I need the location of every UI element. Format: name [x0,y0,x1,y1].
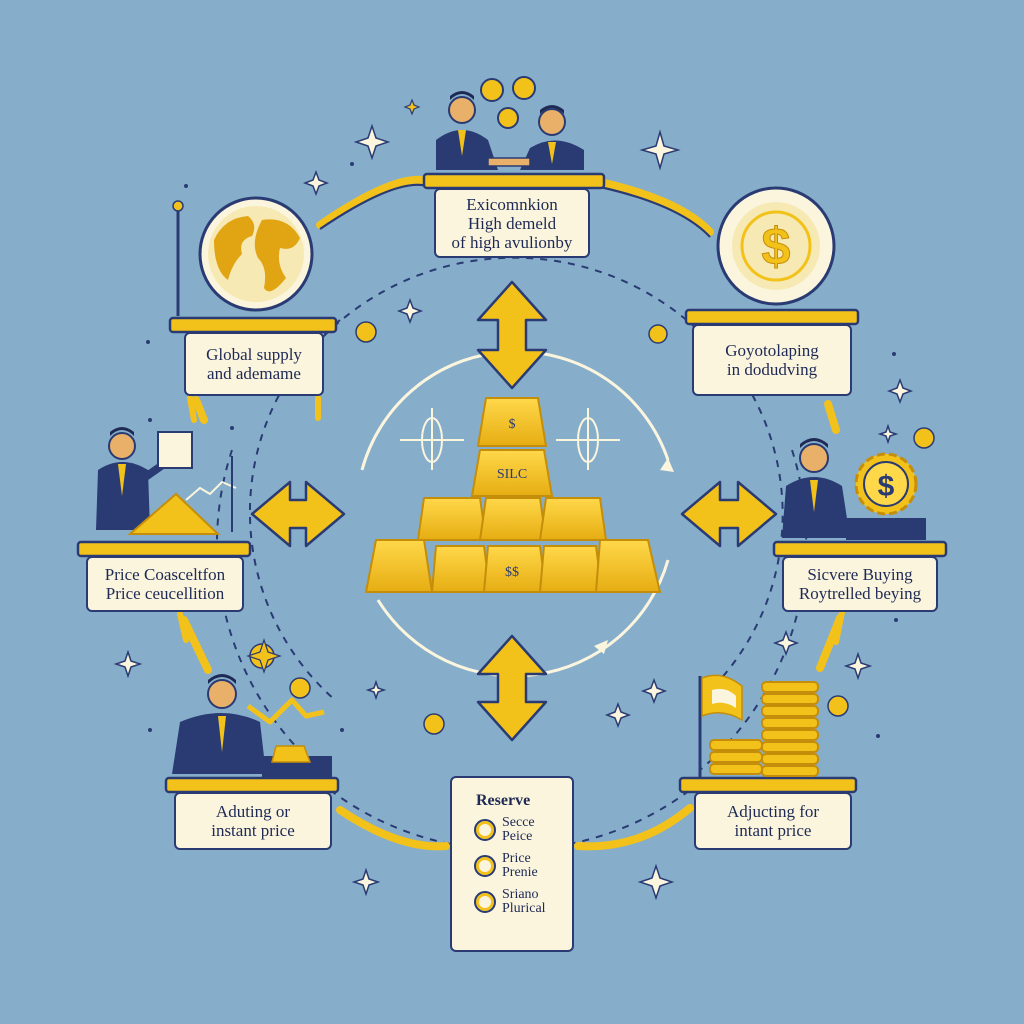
double-arrow-bottom [476,634,548,742]
gear-coin-symbol: $ [878,470,895,503]
node-label-left-upper: Global supply and ademame [184,332,324,396]
node-label-right-low: Adjucting for intant price [694,792,852,850]
reserve-title: Reserve [476,792,531,809]
coin-icon [249,321,935,735]
label-line: Aduting or [215,802,291,821]
reserve-card: Reserve Secce Peice Price Prenie Sriano … [450,776,574,952]
label-line: instant price [211,821,295,840]
label-line: in dodudving [726,360,818,379]
inner-arc-arrowhead [594,640,608,654]
reserve-item-text: Price Prenie [502,852,538,880]
reserve-item-line: Sriano [502,887,539,902]
label-line: and ademame [207,364,301,383]
coin-icon [480,76,536,129]
label-line: of high avulionby [451,232,573,252]
label-line: intant price [734,821,812,840]
reserve-item: Sriano Plurical [474,888,562,916]
label-line: Exicomnkion [466,194,558,214]
node-label-right-mid: Sicvere Buying Roytrelled beying [782,556,938,612]
double-arrow-left [250,480,346,548]
gold-bar [430,545,492,593]
reserve-bullet-icon [474,891,496,913]
gold-bar [416,497,488,541]
dollar-symbol: $ [762,218,791,276]
reserve-item: Price Prenie [474,852,562,880]
label-line: Price Coasceltfon [104,565,226,584]
dollar-coin-icon [716,186,836,306]
reserve-bullet-icon [474,855,496,877]
gear-coin-icon [854,452,918,516]
node-label-top: Exicomnkion High demeld of high avulionb… [434,188,590,258]
outer-arc-outline [319,183,711,238]
label-line: Adjucting for [726,802,820,821]
sparkle-icon [246,98,421,674]
crosshair-right [556,408,620,470]
crosshair-left [400,408,464,470]
trader-figure-icon [172,674,332,778]
flag-icon [698,674,743,778]
inner-arc-arrowhead [660,458,674,472]
gold-bar [538,545,604,593]
reserve-item-text: Sriano Plurical [502,888,546,916]
flag-pole-knob [172,200,184,212]
gold-bar-label-top: $ [509,417,516,432]
gold-bar-label-middle: SILC [497,467,527,482]
label-line: High demeld [467,213,557,233]
reserve-item-line: Plurical [502,901,546,916]
node-label-right-upper: Goyotolaping in dodudving [692,324,852,396]
label-line: Global supply [206,345,302,364]
gold-bar [364,539,434,593]
gold-bar [476,397,548,447]
node-label-left-low: Aduting or instant price [174,792,332,850]
gold-bar [538,497,608,541]
label-line: Sicvere Buying [807,565,913,584]
sparkle-icon [113,123,914,901]
reserve-item-text: Secce Peice [502,816,535,844]
gold-bar [478,497,548,541]
reserve-item-line: Prenie [502,865,538,880]
gold-bar [594,539,662,593]
gold-bar-pyramid [364,397,662,593]
gold-bar-label-bottom: $$ [505,565,519,580]
label-line: Price ceucellition [105,584,225,603]
reserve-item-line: Peice [502,829,533,844]
analyst-figure-icon [96,427,237,535]
node-label-left-mid: Price Coasceltfon Price ceucellition [86,556,244,612]
double-arrow-right [680,480,778,548]
double-arrow-top [476,280,548,390]
reserve-item-line: Secce [502,815,535,830]
reserve-item: Secce Peice [474,816,562,844]
label-line: Goyotolaping [725,341,819,360]
reserve-item-line: Price [502,851,531,866]
reserve-bullet-icon [474,819,496,841]
platform-posts [177,395,845,645]
coin-stack-icon [709,681,819,777]
buyer-figure-icon [782,438,926,540]
globe-icon [198,196,314,312]
label-line: Roytrelled beying [798,584,922,603]
platforms [76,172,948,794]
sparkle-dot [146,162,898,738]
gold-bar [470,449,554,497]
handshake-icon [436,91,584,170]
